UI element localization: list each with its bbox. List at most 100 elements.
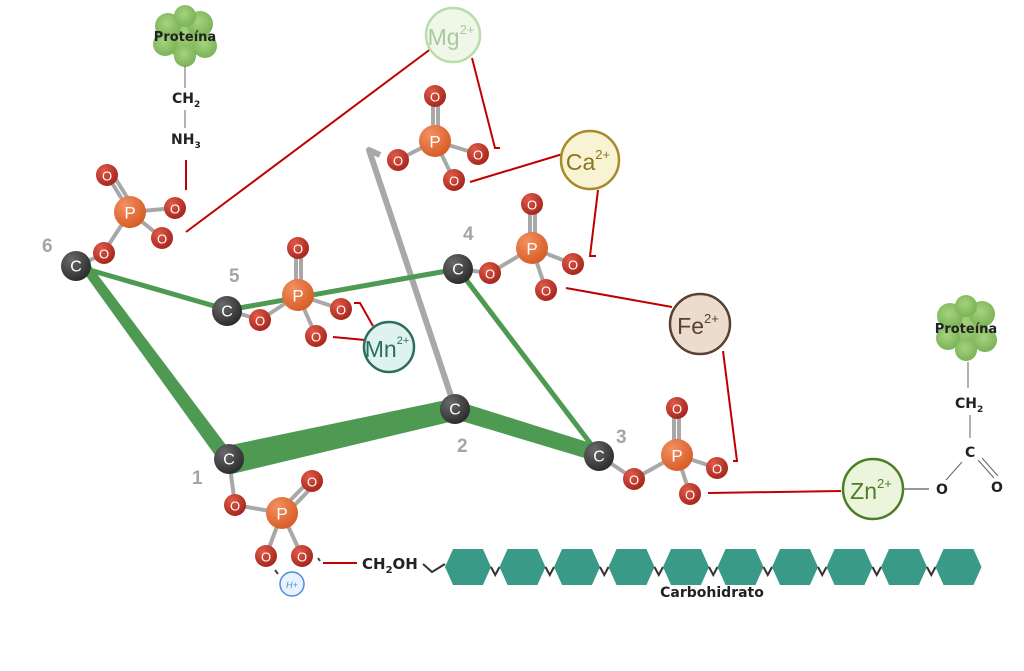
proton-label: H+ bbox=[286, 580, 298, 590]
carbon-c3: C bbox=[584, 441, 614, 471]
oxygen-o1-double: O bbox=[301, 470, 323, 492]
oxygen-o4-bridge: O bbox=[479, 262, 501, 284]
glycosidic-bond bbox=[817, 566, 828, 578]
oxygen-o5-double: O bbox=[287, 237, 309, 259]
protein-top-ch2: CH2 bbox=[172, 91, 200, 110]
carbon-c6: C bbox=[61, 251, 91, 281]
oxygen-o6-bridge: O bbox=[93, 242, 115, 264]
svg-text:C: C bbox=[223, 452, 235, 469]
svg-text:C: C bbox=[449, 402, 461, 419]
oxygen-o6-lower: O bbox=[151, 227, 173, 249]
sugar-unit-hexagon bbox=[717, 549, 764, 585]
ion-zn-label: Zn2+ bbox=[850, 476, 892, 505]
svg-text:O: O bbox=[485, 267, 495, 282]
oxygen-o5-right: O bbox=[330, 298, 352, 320]
protein-right-label: Proteína bbox=[935, 322, 997, 337]
protein-top-label: Proteína bbox=[154, 30, 216, 45]
sugar-unit-hexagon bbox=[445, 549, 491, 585]
ion-ca: Ca2+ bbox=[559, 129, 621, 191]
carbohydrate-label: Carbohidrato bbox=[660, 585, 764, 601]
proton: H+ bbox=[279, 571, 305, 597]
carbon-atoms: C C C C C C bbox=[61, 251, 614, 474]
svg-text:O: O bbox=[541, 284, 551, 299]
phosphorus-top: P bbox=[419, 125, 451, 157]
svg-text:O: O bbox=[568, 258, 578, 273]
link-mg-o-top bbox=[471, 57, 500, 149]
oxygen-o3-right: O bbox=[706, 457, 728, 479]
sugar-unit-hexagon bbox=[935, 549, 982, 585]
svg-text:O: O bbox=[685, 488, 695, 503]
carbon-number-2: 2 bbox=[457, 436, 468, 457]
sugar-unit-hexagon bbox=[554, 549, 600, 585]
ion-mg-label: Mg2+ bbox=[428, 22, 475, 51]
sugar-unit-hexagon bbox=[772, 549, 818, 585]
link-mg-o6 bbox=[185, 47, 433, 233]
svg-text:O: O bbox=[311, 330, 321, 345]
oxygen-o5-bridge: O bbox=[249, 309, 271, 331]
ion-fe-label: Fe2+ bbox=[677, 311, 719, 340]
carbon-number-3: 3 bbox=[616, 427, 627, 448]
svg-text:O: O bbox=[449, 174, 459, 189]
svg-text:P: P bbox=[671, 447, 682, 466]
carbon-number-5: 5 bbox=[229, 266, 240, 287]
protein-right-carbon: C bbox=[965, 445, 975, 461]
ring-bond-c5-c6 bbox=[75, 263, 229, 313]
carbohydrate-chain bbox=[422, 549, 982, 585]
oxygen-otop-double: O bbox=[424, 85, 446, 107]
protein-top: Proteína CH2 NH3 bbox=[153, 5, 217, 151]
link-ca-o4 bbox=[588, 189, 599, 257]
oxygen-otop-right: O bbox=[467, 143, 489, 165]
ch2oh-label: CH2OH bbox=[362, 555, 418, 576]
sugar-ring bbox=[75, 262, 602, 474]
glycosidic-bond bbox=[599, 566, 610, 578]
oxygen-o4-right: O bbox=[562, 253, 584, 275]
svg-text:P: P bbox=[526, 240, 537, 259]
phosphorus-atoms: P P P P P P bbox=[114, 125, 693, 529]
svg-text:C: C bbox=[593, 449, 605, 466]
glycosidic-bond bbox=[544, 566, 555, 578]
phosphorus-6: P bbox=[114, 196, 146, 228]
svg-text:O: O bbox=[261, 550, 271, 565]
carbon-number-1: 1 bbox=[192, 468, 203, 489]
carbon-number-6: 6 bbox=[42, 236, 53, 257]
svg-text:P: P bbox=[292, 287, 303, 306]
glycosidic-bond bbox=[871, 566, 882, 578]
oxygen-o1-lowleft: O bbox=[255, 545, 277, 567]
protein-right: Proteína CH2 C O O bbox=[903, 295, 1003, 498]
svg-text:O: O bbox=[672, 402, 682, 417]
oxygen-o3-lower: O bbox=[679, 483, 701, 505]
oxygen-o6-double: O bbox=[96, 164, 118, 186]
oxygen-o5-lower: O bbox=[305, 325, 327, 347]
oxygen-o1-lowright: O bbox=[291, 545, 313, 567]
link-fe-o3 bbox=[722, 350, 739, 462]
svg-text:O: O bbox=[712, 462, 722, 477]
protein-top-nh3: NH3 bbox=[171, 132, 201, 151]
oxygen-o1-bridge: O bbox=[224, 494, 246, 516]
svg-text:O: O bbox=[297, 550, 307, 565]
carbon-c5: C bbox=[212, 296, 242, 326]
ion-fe: Fe2+ bbox=[668, 292, 732, 356]
ion-mg: Mg2+ bbox=[424, 6, 482, 64]
ion-ca-label: Ca2+ bbox=[566, 147, 610, 176]
ring-bond-c4-c5 bbox=[227, 266, 459, 313]
svg-text:O: O bbox=[527, 198, 537, 213]
sugar-unit-hexagon bbox=[826, 549, 873, 585]
oxygen-otop-lower: O bbox=[443, 169, 465, 191]
metal-ions: Mg2+Ca2+Mn2+Fe2+Zn2+ bbox=[362, 6, 905, 521]
glycosidic-bond bbox=[422, 563, 446, 574]
svg-text:O: O bbox=[230, 499, 240, 514]
protein-right-oxygen-double: O bbox=[991, 480, 1003, 496]
svg-text:O: O bbox=[170, 202, 180, 217]
svg-text:O: O bbox=[629, 473, 639, 488]
svg-text:P: P bbox=[429, 133, 440, 152]
link-fe-o4 bbox=[565, 287, 673, 308]
carbon-c1: C bbox=[214, 444, 244, 474]
svg-text:O: O bbox=[307, 475, 317, 490]
svg-text:O: O bbox=[157, 232, 167, 247]
carbon-numbers: 6 5 4 2 1 3 bbox=[42, 224, 627, 489]
phosphorus-5: P bbox=[282, 279, 314, 311]
svg-text:O: O bbox=[99, 247, 109, 262]
protein-right-ch2: CH2 bbox=[955, 396, 983, 415]
protein-right-oxygen-single: O bbox=[936, 482, 948, 498]
